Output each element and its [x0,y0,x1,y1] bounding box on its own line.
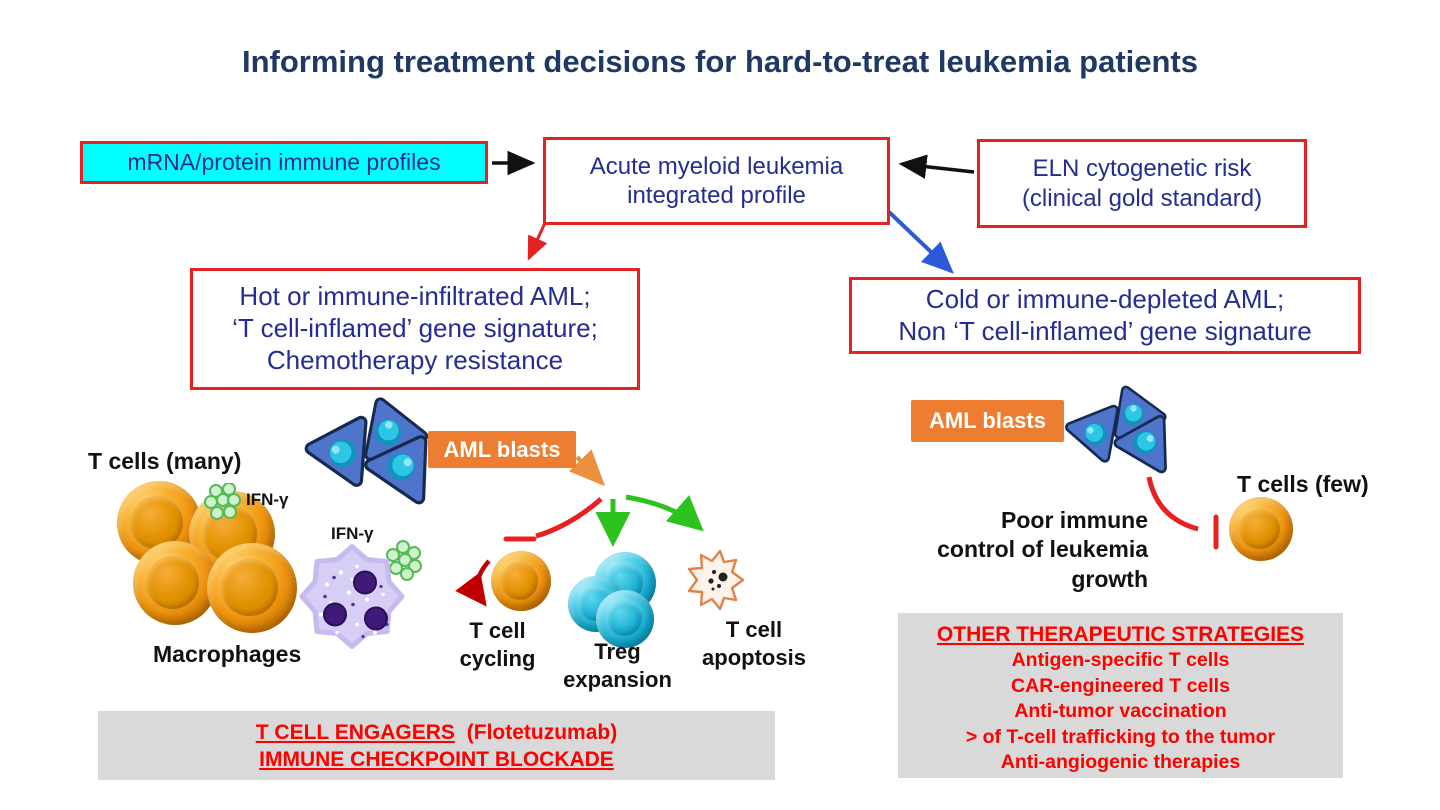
macrophage-cell [299,544,405,649]
hot-therapy-line2: IMMUNE CHECKPOINT BLOCKADE [259,748,614,771]
treg-cells [568,550,663,648]
arrow-eln-to-profile [898,154,975,179]
t-cells-many-label: T cells (many) [88,448,242,474]
t-cells-few-label: T cells (few) [1237,471,1369,497]
mrna-profiles-box: mRNA/protein immune profiles [80,141,488,184]
arrow-amlblasts-callout [568,449,606,487]
inhibit-arrow-tcell-cycling [535,497,603,539]
tcell-cycling-arrow [455,559,491,607]
t-cell-cycling-cell [491,551,551,611]
aml-blasts-label-right: AML blasts [911,400,1064,442]
eln-risk-box: ELN cytogenetic risk (clinical gold stan… [977,139,1307,228]
cold-therapy-heading: OTHER THERAPEUTIC STRATEGIES [936,623,1305,646]
hot-line2: ‘T cell-inflamed’ gene signature; [232,313,598,344]
hot-therapies-box: T CELL ENGAGERS (Flotetuzumab) IMMUNE CH… [98,711,775,780]
t-cell-cycling-label: T cell cycling [459,618,536,671]
cold-therapies-box: OTHER THERAPEUTIC STRATEGIES Antigen-spe… [898,613,1343,778]
cold-therapy-item-5: Anti-angiogenic therapies [1000,751,1241,773]
t-cell-apoptosis-label: T cell apoptosis [702,617,806,670]
t-cell-cluster [113,479,297,633]
aml-blasts-label-left: AML blasts [428,431,576,468]
aml-profile-line2: integrated profile [627,182,806,209]
cold-line1: Cold or immune-depleted AML; [925,283,1285,314]
mrna-profiles-label: mRNA/protein immune profiles [127,149,441,176]
treg-expansion-label: Treg expansion [563,639,672,692]
cold-therapy-item-4: > of T-cell trafficking to the tumor [965,725,1276,748]
ifn-gamma-label-1: IFN-γ [246,490,289,509]
cold-aml-box: Cold or immune-depleted AML; Non ‘T cell… [849,277,1361,354]
t-cell-few-cell [1229,497,1293,561]
cold-line2: Non ‘T cell-inflamed’ gene signature [898,315,1312,346]
aml-integrated-profile-box: Acute myeloid leukemia integrated profil… [543,137,890,225]
hot-aml-box: Hot or immune-infiltrated AML; ‘T cell-i… [190,268,640,390]
arrow-profile-to-cold [887,210,954,274]
page-title: Informing treatment decisions for hard-t… [242,44,1198,79]
eln-line1: ELN cytogenetic risk [1032,155,1252,183]
hot-therapy-line1: T CELL ENGAGERS (Flotetuzumab) [255,721,618,744]
cold-therapy-item-2: CAR-engineered T cells [1011,674,1230,697]
apoptotic-t-cell [687,549,745,611]
cold-therapy-item-1: Antigen-specific T cells [1011,649,1230,671]
hot-line1: Hot or immune-infiltrated AML; [239,281,591,312]
ifn-gamma-label-2: IFN-γ [331,524,374,543]
cold-therapy-item-3: Anti-tumor vaccination [1014,700,1227,722]
macrophages-label: Macrophages [153,641,302,667]
eln-line2: (clinical gold standard) [1021,184,1263,212]
aml-profile-line1: Acute myeloid leukemia [589,152,844,180]
ifn-gamma-molecules-2 [386,540,422,581]
arrow-tcell-apoptosis [625,494,704,532]
poor-immune-control-label: Poor immune control of leukemia growth [937,507,1148,592]
ifn-gamma-molecules-1 [204,483,241,520]
aml-blast-cells-right [1062,385,1190,485]
hot-line3: Chemotherapy resistance [266,344,564,375]
